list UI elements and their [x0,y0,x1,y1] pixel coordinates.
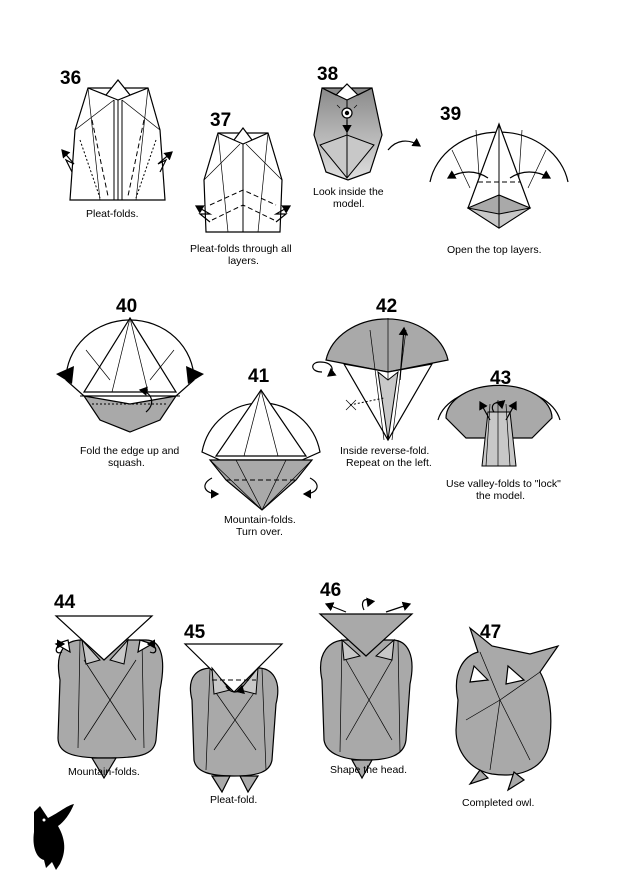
turn-over-icon [312,361,337,377]
step-caption-line-2: the model. [476,490,526,502]
push-arrow-right-icon [186,366,204,384]
step-caption-line-1: Use valley-folds to "lock" [446,478,561,490]
step-caption-line-2: layers. [228,255,259,267]
step-caption-line-2: squash. [108,457,145,469]
step-number: 40 [116,296,138,317]
step-number: 37 [210,110,232,131]
step-caption-line-1: Inside reverse-fold. [340,445,430,457]
step-caption: Completed owl. [462,797,535,809]
step-caption-line-2: Repeat on the left. [346,457,432,469]
step-number: 36 [60,68,82,89]
step-caption-line-1: Fold the edge up and [80,445,180,457]
push-arrow-left-icon [56,366,74,384]
step-caption-line-2: model. [333,198,365,210]
step-caption: Mountain-folds. [68,766,140,778]
step-number: 38 [317,64,339,85]
step-number: 42 [376,296,398,317]
step-caption-line-1: Mountain-folds. [224,514,296,526]
step-caption: Pleat-fold. [210,794,258,806]
step-caption-line-1: Look inside the [313,186,384,198]
step-caption: Shape the head. [330,764,408,776]
step-number: 47 [480,622,502,643]
step-caption: Open the top layers. [447,244,542,256]
step-number: 43 [490,368,512,389]
eye-icon [336,100,358,119]
step-number: 44 [54,592,76,613]
step-number: 45 [184,622,206,643]
step-caption-line-2: Turn over. [236,526,283,538]
step-number: 46 [320,580,342,601]
step-number: 39 [440,104,462,125]
step-caption-line-1: Pleat-folds through all [190,243,292,255]
step-number: 41 [248,366,270,387]
step-caption: Pleat-folds. [86,208,139,220]
